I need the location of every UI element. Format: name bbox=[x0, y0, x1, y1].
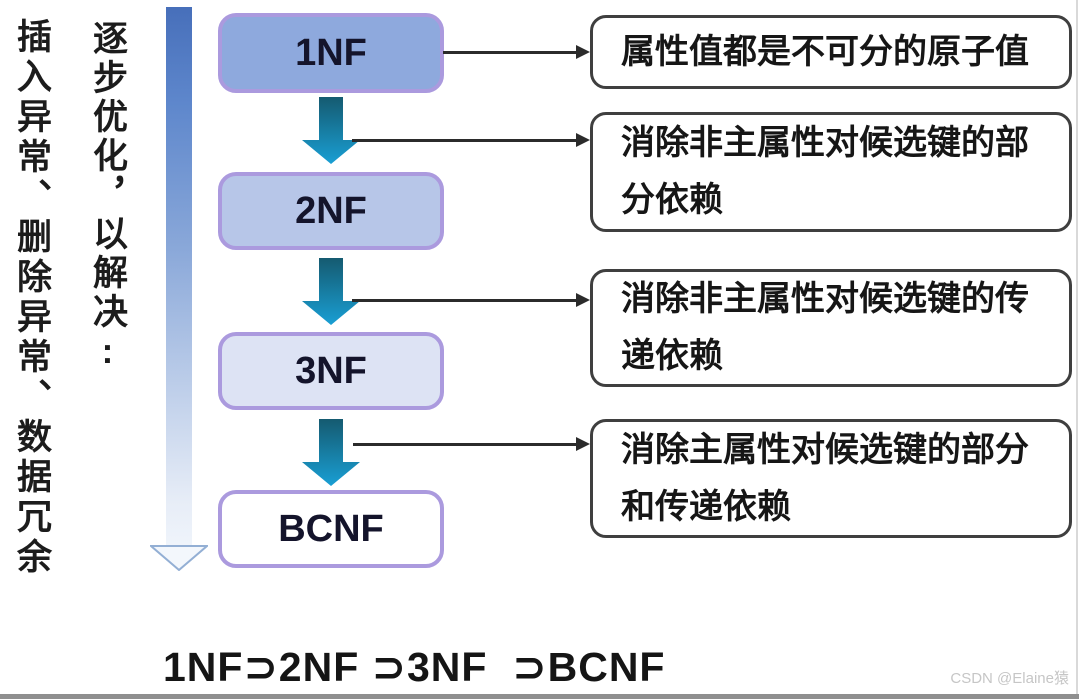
description-box-1nf: 属性值都是不可分的原子值 bbox=[590, 15, 1072, 89]
frame-bottom-bar bbox=[0, 694, 1079, 699]
progression-arrow-shaft bbox=[166, 7, 192, 545]
description-text-1nf: 属性值都是不可分的原子值 bbox=[621, 32, 1029, 71]
connector-arrow-bcnf bbox=[353, 437, 590, 451]
optimize-vertical-label: 逐步优化，以解决: bbox=[88, 20, 127, 375]
description-box-3nf: 消除非主属性对候选键的传递依赖 bbox=[590, 269, 1072, 387]
progression-arrow-head-icon bbox=[150, 545, 208, 571]
description-text-2nf: 消除非主属性对候选键的部分依赖 bbox=[621, 124, 1029, 219]
frame-right-edge bbox=[1076, 0, 1078, 694]
description-text-3nf: 消除非主属性对候选键的传递依赖 bbox=[621, 280, 1029, 375]
node-1nf: 1NF bbox=[218, 13, 444, 93]
node-3nf: 3NF bbox=[218, 332, 444, 410]
description-box-2nf: 消除非主属性对候选键的部分依赖 bbox=[590, 112, 1072, 232]
connector-arrow-2nf bbox=[352, 133, 590, 147]
description-text-bcnf: 消除主属性对候选键的部分和传递依赖 bbox=[621, 430, 1029, 526]
node-bcnf: BCNF bbox=[218, 490, 444, 568]
connector-arrow-3nf bbox=[352, 293, 590, 307]
description-box-bcnf: 消除主属性对候选键的部分和传递依赖 bbox=[590, 419, 1072, 538]
node-1nf-label: 1NF bbox=[295, 31, 367, 74]
down-arrow-icon bbox=[302, 258, 360, 325]
connector-arrow-1nf bbox=[443, 45, 590, 59]
down-arrow-icon bbox=[302, 97, 360, 164]
node-2nf-label: 2NF bbox=[295, 189, 367, 232]
problems-vertical-label: 插入异常、删除异常、数据冗余 bbox=[12, 18, 51, 578]
watermark-text: CSDN @Elaine猿 bbox=[950, 670, 1069, 687]
down-arrow-icon bbox=[302, 419, 360, 486]
node-2nf: 2NF bbox=[218, 172, 444, 250]
node-3nf-label: 3NF bbox=[295, 349, 367, 392]
superset-formula: 1NF⊃2NF ⊃3NF ⊃BCNF bbox=[163, 644, 666, 690]
node-bcnf-label: BCNF bbox=[278, 507, 384, 550]
